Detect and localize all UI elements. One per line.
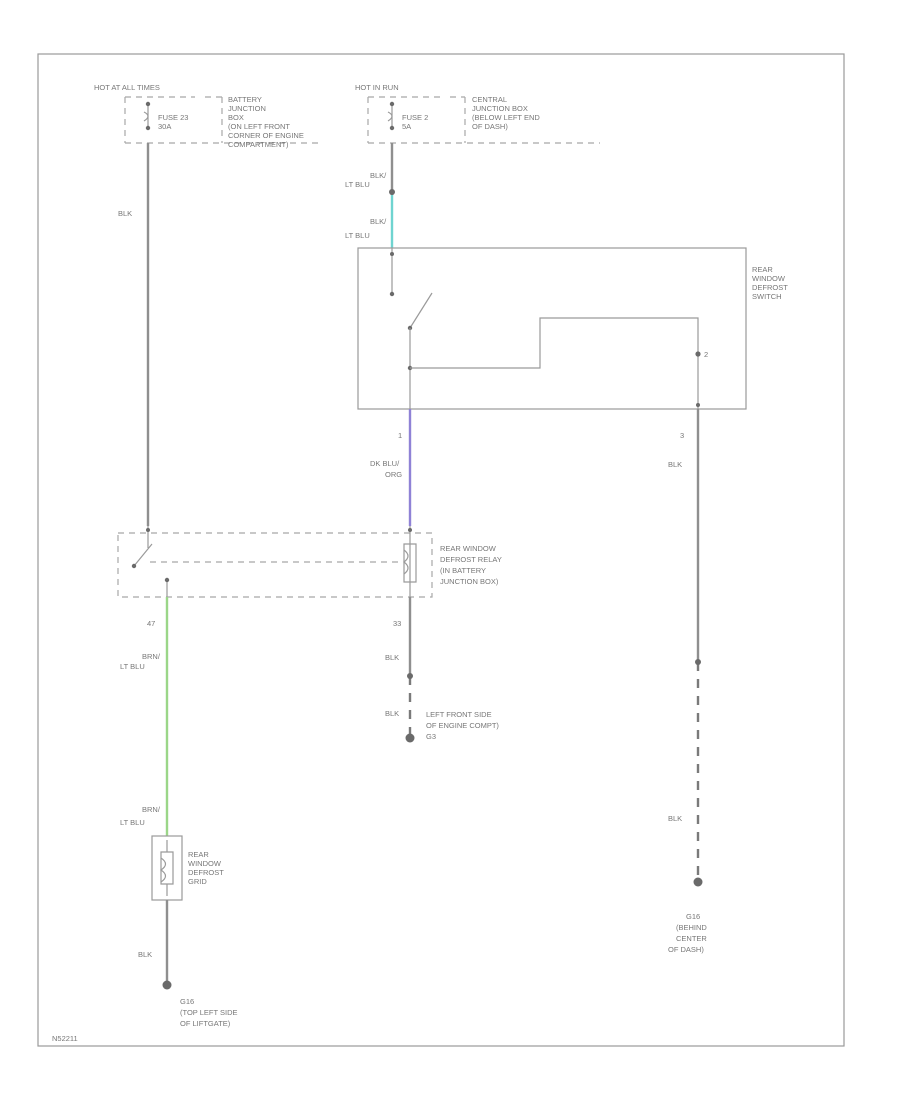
ground-engine-3: G3 [426, 732, 436, 741]
ground-liftgate-2: (TOP LEFT SIDE [180, 1008, 238, 1017]
splice-relay-ground [407, 673, 413, 679]
grid-label-1: REAR [188, 850, 209, 859]
grid-label-3: DEFROST [188, 868, 224, 877]
ground-liftgate-1: G16 [180, 997, 194, 1006]
relay-label-2: DEFROST RELAY [440, 555, 502, 564]
fuse-23-location-2: JUNCTION [228, 104, 266, 113]
switch-label-3: DEFROST [752, 283, 788, 292]
fuse-2-block: HOT IN RUN FUSE 2 5A CENTRAL JUNCTION BO… [355, 83, 600, 144]
wire-switch-out-label-1: DK BLU/ [370, 459, 400, 468]
wire-switch-out-label-2: ORG [385, 470, 402, 479]
ground-dash-symbol [693, 877, 703, 887]
defrost-grid: REAR WINDOW DEFROST GRID [151, 835, 224, 901]
wire-grid-in-label-2: LT BLU [120, 818, 145, 827]
ground-liftgate-3: OF LIFTGATE) [180, 1019, 231, 1028]
wire-switch-ground-label-b: BLK [668, 814, 682, 823]
switch-pin-2: 2 [704, 350, 708, 359]
defrost-switch: 2 REAR WINDOW DEFROST SWITCH [357, 247, 788, 410]
relay-pin-47: 47 [147, 619, 155, 628]
splice-switch-ground [695, 659, 701, 665]
fuse-23-name: FUSE 23 [158, 113, 188, 122]
fuse-23-block: HOT AT ALL TIMES FUSE 23 30A BATTERY JUN… [94, 83, 320, 149]
fuse-23-header: HOT AT ALL TIMES [94, 83, 160, 92]
wire-grid-ground-label: BLK [138, 950, 152, 959]
switch-pin-1: 1 [398, 431, 402, 440]
wire-relay-ground-label-b: BLK [385, 709, 399, 718]
wire-fuse2-label-b2: LT BLU [345, 231, 370, 240]
fuse-23-location-5: CORNER OF ENGINE [228, 131, 304, 140]
ground-dash-1: G16 [686, 912, 700, 921]
wire-relay-to-grid-label-2: LT BLU [120, 662, 145, 671]
relay-label-4: JUNCTION BOX) [440, 577, 499, 586]
relay-label-3: (IN BATTERY [440, 566, 486, 575]
ground-dash-3: CENTER [676, 934, 707, 943]
diagram-frame [37, 53, 845, 1047]
relay-pin-33: 33 [393, 619, 401, 628]
defrost-relay: REAR WINDOW DEFROST RELAY (IN BATTERY JU… [117, 526, 502, 598]
wire-fuse2-label-a2: LT BLU [345, 180, 370, 189]
wire-grid-in-label-1: BRN/ [142, 805, 161, 814]
grid-label-4: GRID [188, 877, 207, 886]
diagram-id: N52211 [52, 1034, 78, 1043]
wire-left-main-label: BLK [118, 209, 132, 218]
fuse-2-rating: 5A [402, 122, 411, 131]
ground-engine-2: OF ENGINE COMPT) [426, 721, 499, 730]
wire-fuse2-label-a1: BLK/ [370, 171, 387, 180]
fuse-2-location-3: (BELOW LEFT END [472, 113, 540, 122]
fuse-2-location-1: CENTRAL [472, 95, 507, 104]
wire-fuse2-label-b1: BLK/ [370, 217, 387, 226]
ground-liftgate-symbol [162, 980, 172, 990]
wire-relay-to-grid-label-1: BRN/ [142, 652, 161, 661]
fuse-23-rating: 30A [158, 122, 171, 131]
ground-engine-1: LEFT FRONT SIDE [426, 710, 492, 719]
relay-label-1: REAR WINDOW [440, 544, 497, 553]
switch-label-2: WINDOW [752, 274, 786, 283]
switch-label-4: SWITCH [752, 292, 782, 301]
fuse-23-location-1: BATTERY [228, 95, 262, 104]
fuse-23-location-3: BOX [228, 113, 244, 122]
defrost-switch-box [357, 247, 747, 410]
fuse-2-name: FUSE 2 [402, 113, 428, 122]
splice-fuse2 [389, 189, 395, 195]
fuse-2-location-2: JUNCTION BOX [472, 104, 528, 113]
fuse-23-location-4: (ON LEFT FRONT [228, 122, 290, 131]
fuse-2-location-4: OF DASH) [472, 122, 508, 131]
wire-switch-ground-label: BLK [668, 460, 682, 469]
ground-engine-symbol [405, 733, 415, 743]
fuse-23-location-6: COMPARTMENT) [228, 140, 289, 149]
fuse-2-header: HOT IN RUN [355, 83, 399, 92]
ground-dash-4: OF DASH) [668, 945, 704, 954]
ground-dash-2: (BEHIND [676, 923, 707, 932]
switch-label-1: REAR [752, 265, 773, 274]
wire-relay-ground-label: BLK [385, 653, 399, 662]
switch-pin-3: 3 [680, 431, 684, 440]
grid-label-2: WINDOW [188, 859, 222, 868]
